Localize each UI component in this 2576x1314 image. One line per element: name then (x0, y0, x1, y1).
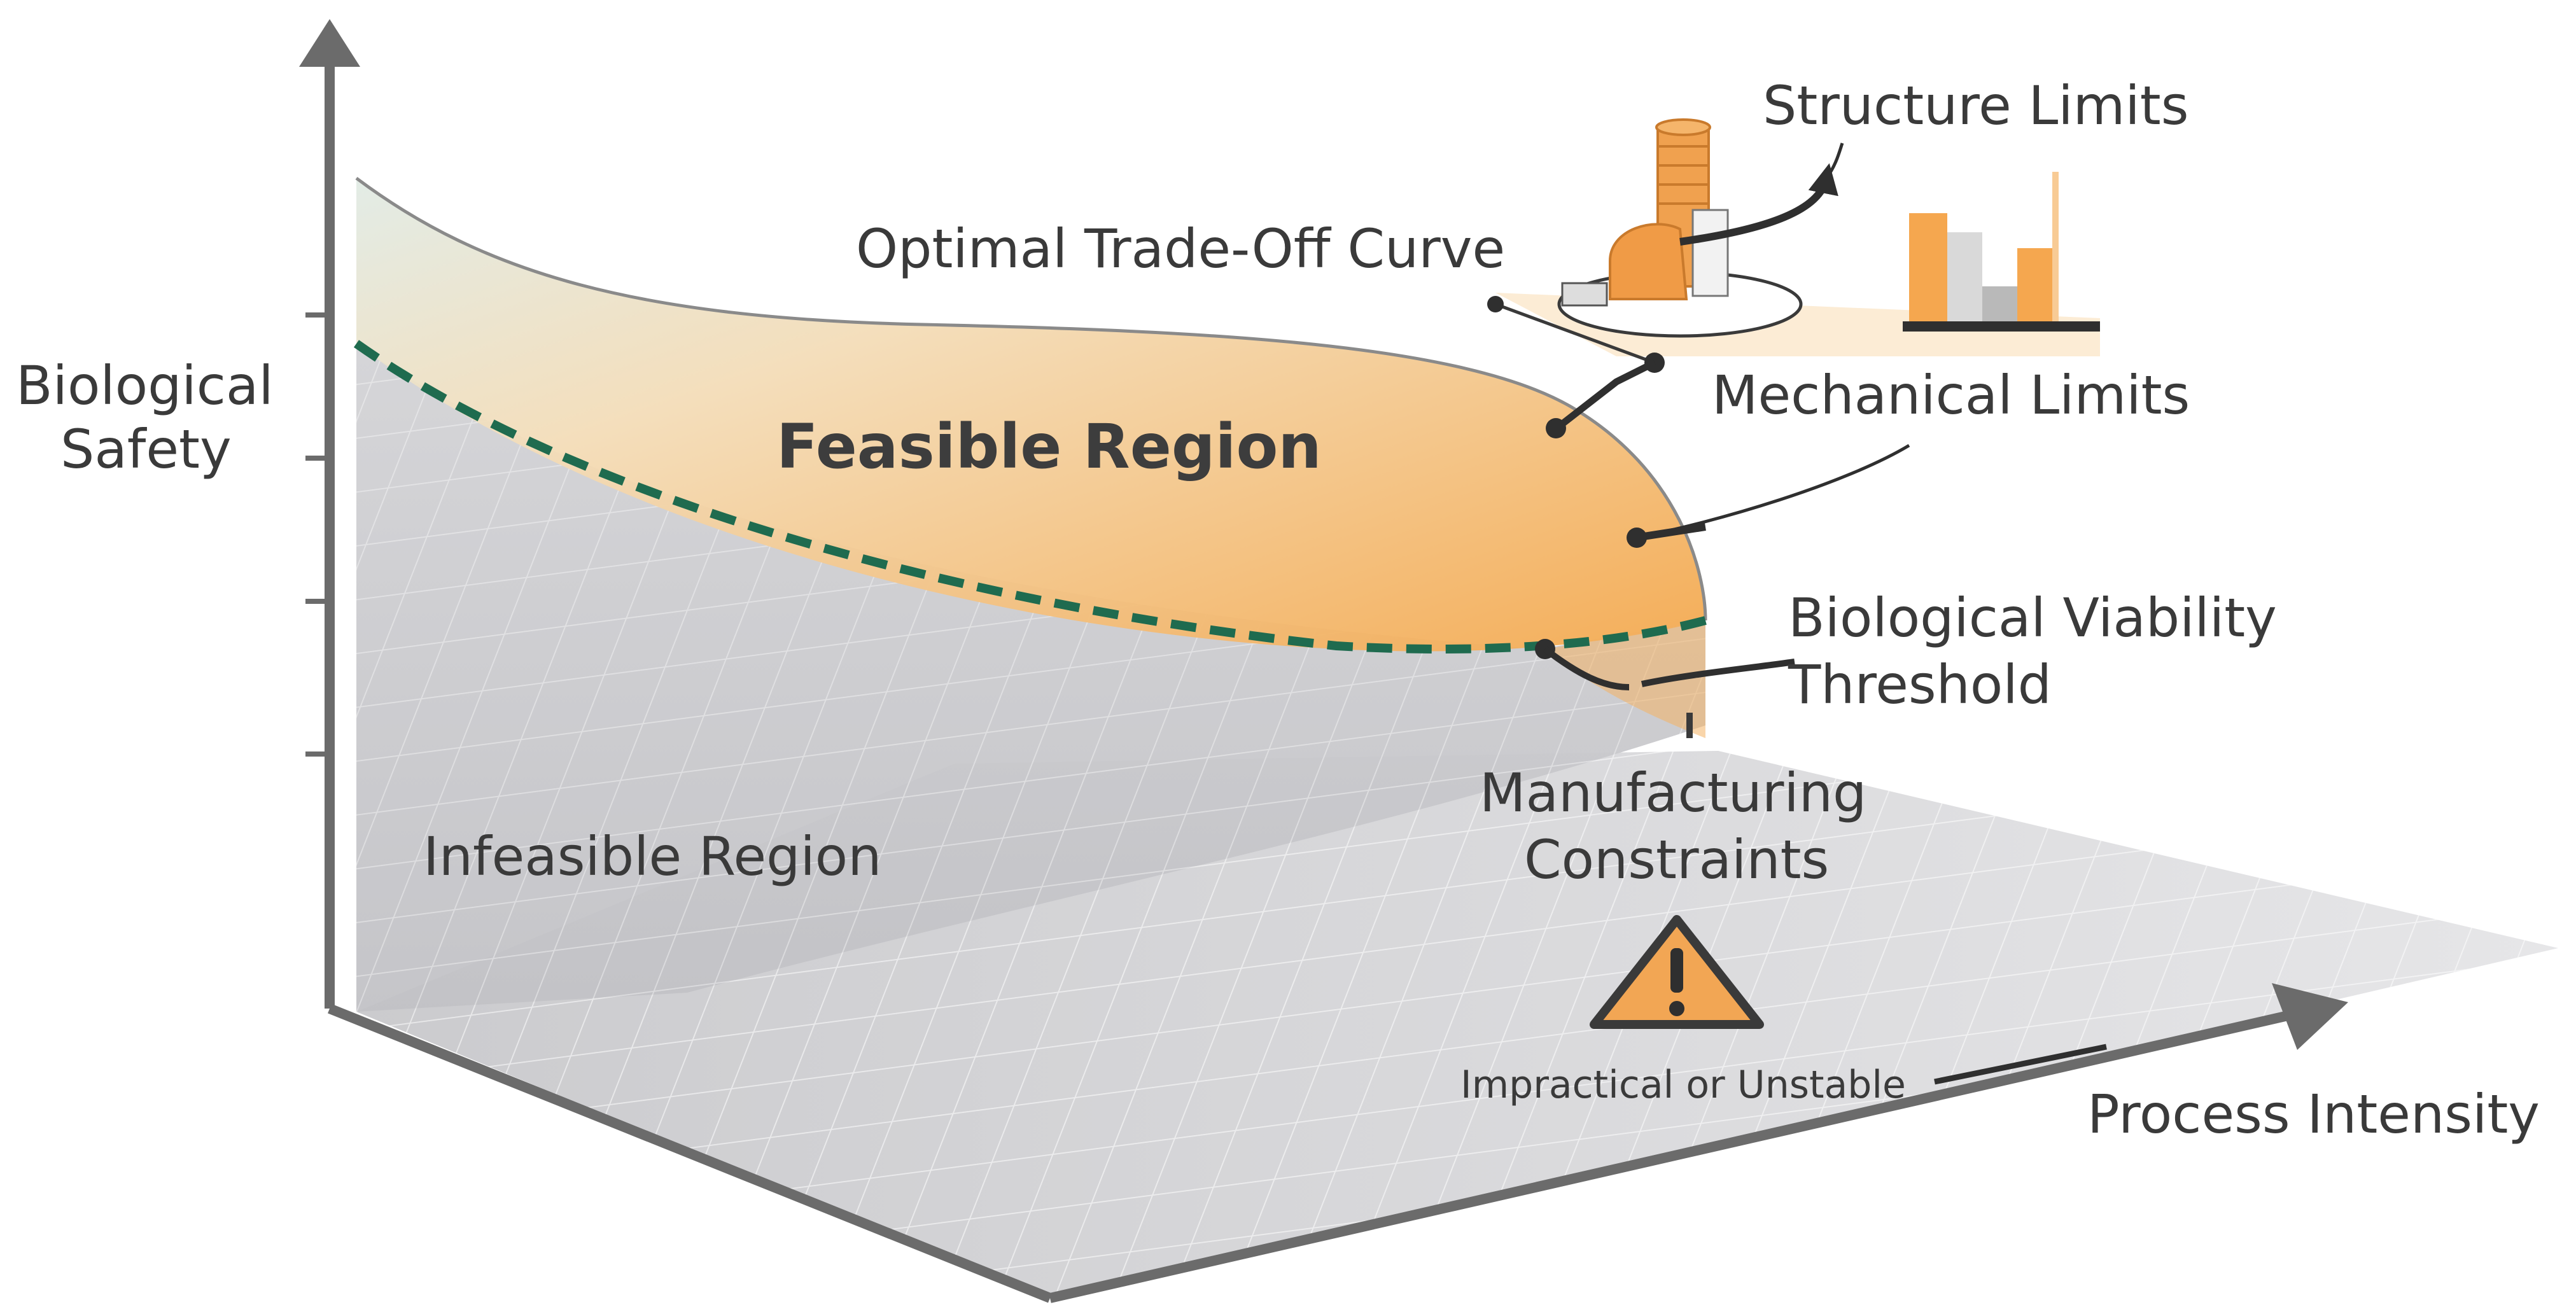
bioreactor-machine-icon (1561, 118, 1729, 307)
mechanical-limits-leaders (1487, 296, 1910, 548)
bio-viability-label-line1: Biological Viability (1788, 587, 2277, 649)
x-axis-arrowhead (2272, 983, 2348, 1050)
bar-chart-icon (1903, 172, 2100, 332)
edge-marker (1686, 713, 1693, 738)
impractical-leader (1934, 1044, 2107, 1085)
infeasible-region-label: Infeasible Region (423, 825, 881, 888)
bio-viability-label-line2: Threshold (1788, 654, 2052, 716)
y-axis-label-line1: Biological (16, 354, 274, 417)
manufacturing-label-line1: Manufacturing (1480, 762, 1866, 824)
feasible-drop (1546, 620, 1705, 738)
structure-limits-arrow (1679, 163, 1838, 246)
y-axis-arrowhead (299, 19, 360, 67)
y-axis-label-line2: Safety (60, 418, 232, 480)
mechanical-limits-label: Mechanical Limits (1712, 364, 2190, 426)
floor-axis-left (328, 1003, 1052, 1303)
structure-limits-label: Structure Limits (1763, 74, 2188, 137)
optimal-curve-edge (355, 176, 1707, 621)
x-axis (1049, 1010, 2292, 1303)
optimal-curve-label: Optimal Trade-Off Curve (856, 218, 1505, 280)
manufacturing-label-line2: Constraints (1524, 828, 1829, 891)
viability-threshold-line (353, 340, 1707, 654)
viability-leader (1535, 639, 1795, 690)
equipment-illustration (1495, 118, 2100, 356)
x-axis-label: Process Intensity (2087, 1083, 2540, 1145)
feasible-region (356, 178, 1705, 652)
structure-limits-arrow-tail (1824, 143, 1844, 179)
feasible-region-label: Feasible Region (776, 411, 1322, 482)
impractical-label: Impractical or Unstable (1460, 1063, 1906, 1107)
warning-triangle-icon (1590, 915, 1764, 1029)
